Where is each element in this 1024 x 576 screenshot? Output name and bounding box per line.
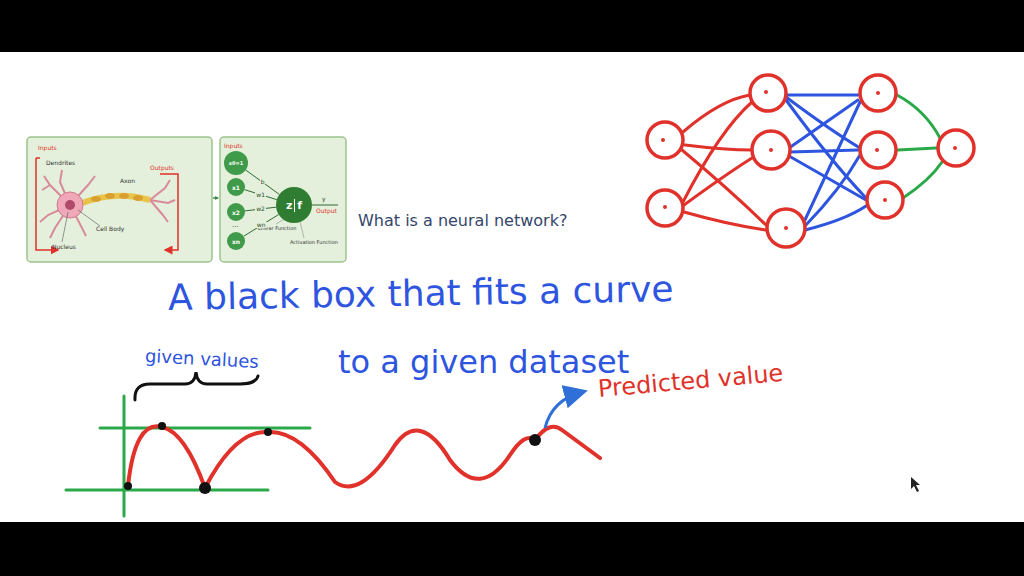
input-circle: x2	[227, 203, 245, 221]
slide-title: What is a neural network?	[358, 212, 567, 230]
part-label: Dendrites	[46, 160, 75, 167]
input-circle: x1	[227, 178, 245, 196]
mouse-cursor	[911, 477, 920, 492]
node-text: x2	[230, 209, 242, 216]
node-text: x1	[230, 184, 242, 191]
io-label: Inputs	[38, 145, 57, 152]
part-label: Cell Body	[96, 226, 124, 233]
part-label: Nucleus	[52, 244, 76, 251]
io-label: Inputs	[224, 143, 243, 150]
weight-label: w1	[255, 192, 266, 198]
weight-line	[245, 190, 277, 200]
io-label: Outputs	[150, 165, 174, 172]
panel-arrowhead	[215, 196, 219, 200]
perceptron-panel	[220, 137, 346, 262]
bottom-bar	[0, 522, 1024, 576]
input-circle: x0=1	[224, 151, 248, 175]
bracket	[135, 372, 258, 400]
weight-label: b	[260, 179, 266, 185]
input-circle: xn	[227, 232, 245, 250]
weight-label: w2	[255, 206, 266, 212]
neuron-circle: zf	[276, 187, 312, 223]
callout-arrow	[545, 392, 582, 428]
weight-label: wn	[256, 222, 267, 228]
top-bar	[0, 0, 1024, 52]
neuron-panel	[27, 137, 212, 262]
node-text: f	[294, 199, 304, 212]
bracket-label: given values	[144, 346, 259, 372]
function-label: Activation Function	[290, 240, 338, 246]
leader-line	[300, 222, 304, 238]
network-sketch	[647, 75, 974, 247]
handwritten-heading: A black box that fits a curve	[168, 269, 674, 317]
output-symbol: y	[322, 196, 326, 203]
ellipsis: ...	[232, 222, 239, 230]
part-label: Axon	[120, 178, 135, 185]
output-line	[312, 205, 338, 206]
handwritten-heading: to a given dataset	[338, 345, 629, 380]
node-text: xn	[230, 238, 242, 245]
io-label: Output	[316, 208, 337, 215]
data-point	[124, 422, 541, 494]
node-text: x0=1	[227, 160, 245, 166]
curve-graph	[66, 396, 600, 516]
neuron-drawing	[36, 158, 178, 250]
node-text: z	[284, 199, 294, 212]
